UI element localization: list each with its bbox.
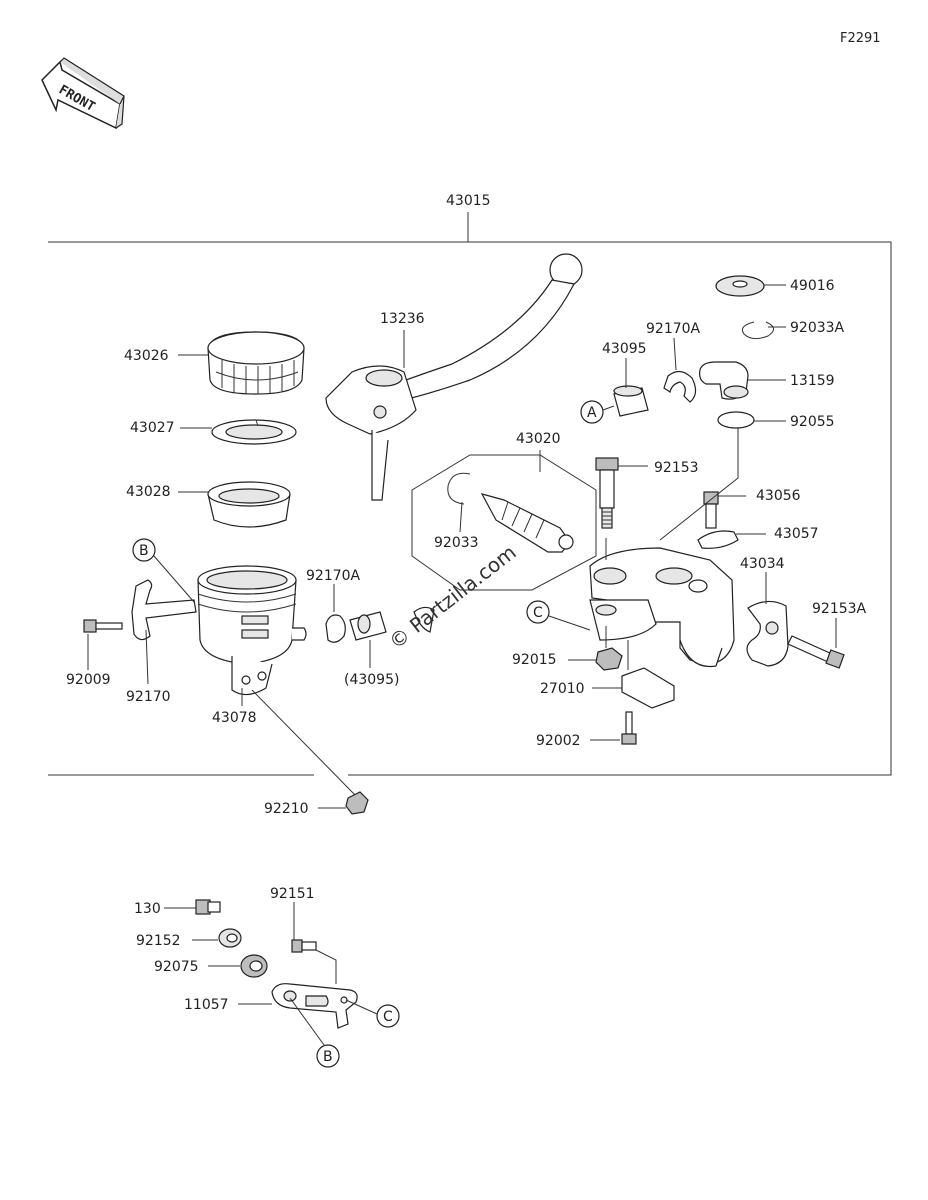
ref-marker-c-bottom [376,1004,400,1028]
callout-92170: 92170 [126,689,171,705]
callout-43078: 43078 [212,710,257,726]
reservoir-cap-part [207,331,305,395]
hose-fitting-part [699,361,749,400]
callout-92153a: 92153A [812,601,867,617]
bracket-11057-part [271,983,358,1029]
diaphragm-plate-part [211,419,297,445]
bracket-92170-part [131,579,197,641]
reservoir-part [197,565,307,696]
callout-27010: 27010 [540,681,585,697]
callout-43095-paren: (43095) [344,672,399,688]
hose-43095-part [613,385,649,417]
ref-marker-a [580,400,604,424]
callout-92015: 92015 [512,652,557,668]
assembly-43015-frame [48,212,892,776]
callout-130: 130 [134,901,161,917]
bolt-130-part [195,899,221,915]
ref-marker-b-top-label: B [139,543,149,559]
callout-92009: 92009 [66,672,111,688]
ref-marker-a-label: A [587,405,597,421]
callout-43027: 43027 [130,420,175,436]
ref-marker-b-bottom-label: B [323,1049,333,1065]
ref-marker-c-top-label: C [533,605,543,621]
ref-marker-c-top [526,600,550,624]
bleeder-valve-part [703,491,719,529]
callout-92033a: 92033A [790,320,845,336]
collar-92152-part [218,928,242,948]
callout-43095: 43095 [602,341,647,357]
callout-43057: 43057 [774,526,819,542]
bleeder-cap-part [697,530,739,549]
callout-92153: 92153 [654,460,699,476]
bolt-92009-part [83,619,123,633]
callout-43026: 43026 [124,348,169,364]
piston-assembly-part [447,472,574,553]
bolt-92151-part [291,939,317,953]
callout-92170a-mid: 92170A [306,568,361,584]
callout-11057: 11057 [184,997,229,1013]
circlip-92033a-part [741,321,774,340]
diaphragm-part [207,481,291,528]
o-ring-92055-part [717,411,755,429]
callout-92055: 92055 [790,414,835,430]
clamp-part [746,600,789,667]
front-arrow-icon: FRONT [41,57,125,130]
hose-clamp-top-part [663,370,697,403]
watermark: © Partzilla.com [384,540,520,654]
callout-92170a-top: 92170A [646,321,701,337]
callout-92152: 92152 [136,933,181,949]
ref-marker-c-bottom-label: C [383,1009,393,1025]
brake-lever-part [325,253,583,501]
callout-43020: 43020 [516,431,561,447]
screw-92002-part [621,711,637,745]
callout-92210: 92210 [264,801,309,817]
callout-92151: 92151 [270,886,315,902]
grommet-92075-part [240,954,268,978]
callout-92033: 92033 [434,535,479,551]
figure-id: F2291 [840,31,881,46]
nut-92015-part [595,647,623,671]
cover-49016-part [715,275,765,297]
nut-92210-part [345,791,369,815]
brake-switch-part [621,640,675,709]
callout-43028: 43028 [126,484,171,500]
callout-43034: 43034 [740,556,785,572]
callout-13159: 13159 [790,373,835,389]
callout-43056: 43056 [756,488,801,504]
hose-clamp-mid-part [325,606,435,643]
ref-marker-b-top [132,538,156,562]
callout-43015: 43015 [446,193,491,209]
piston-kit-frame [411,450,597,591]
ref-marker-b-bottom [316,1044,340,1068]
callout-13236: 13236 [380,311,425,327]
callout-92002: 92002 [536,733,581,749]
bolt-92153a-part [787,635,845,669]
callout-49016: 49016 [790,278,835,294]
bolt-92153-part [595,457,619,529]
callout-92075: 92075 [154,959,199,975]
